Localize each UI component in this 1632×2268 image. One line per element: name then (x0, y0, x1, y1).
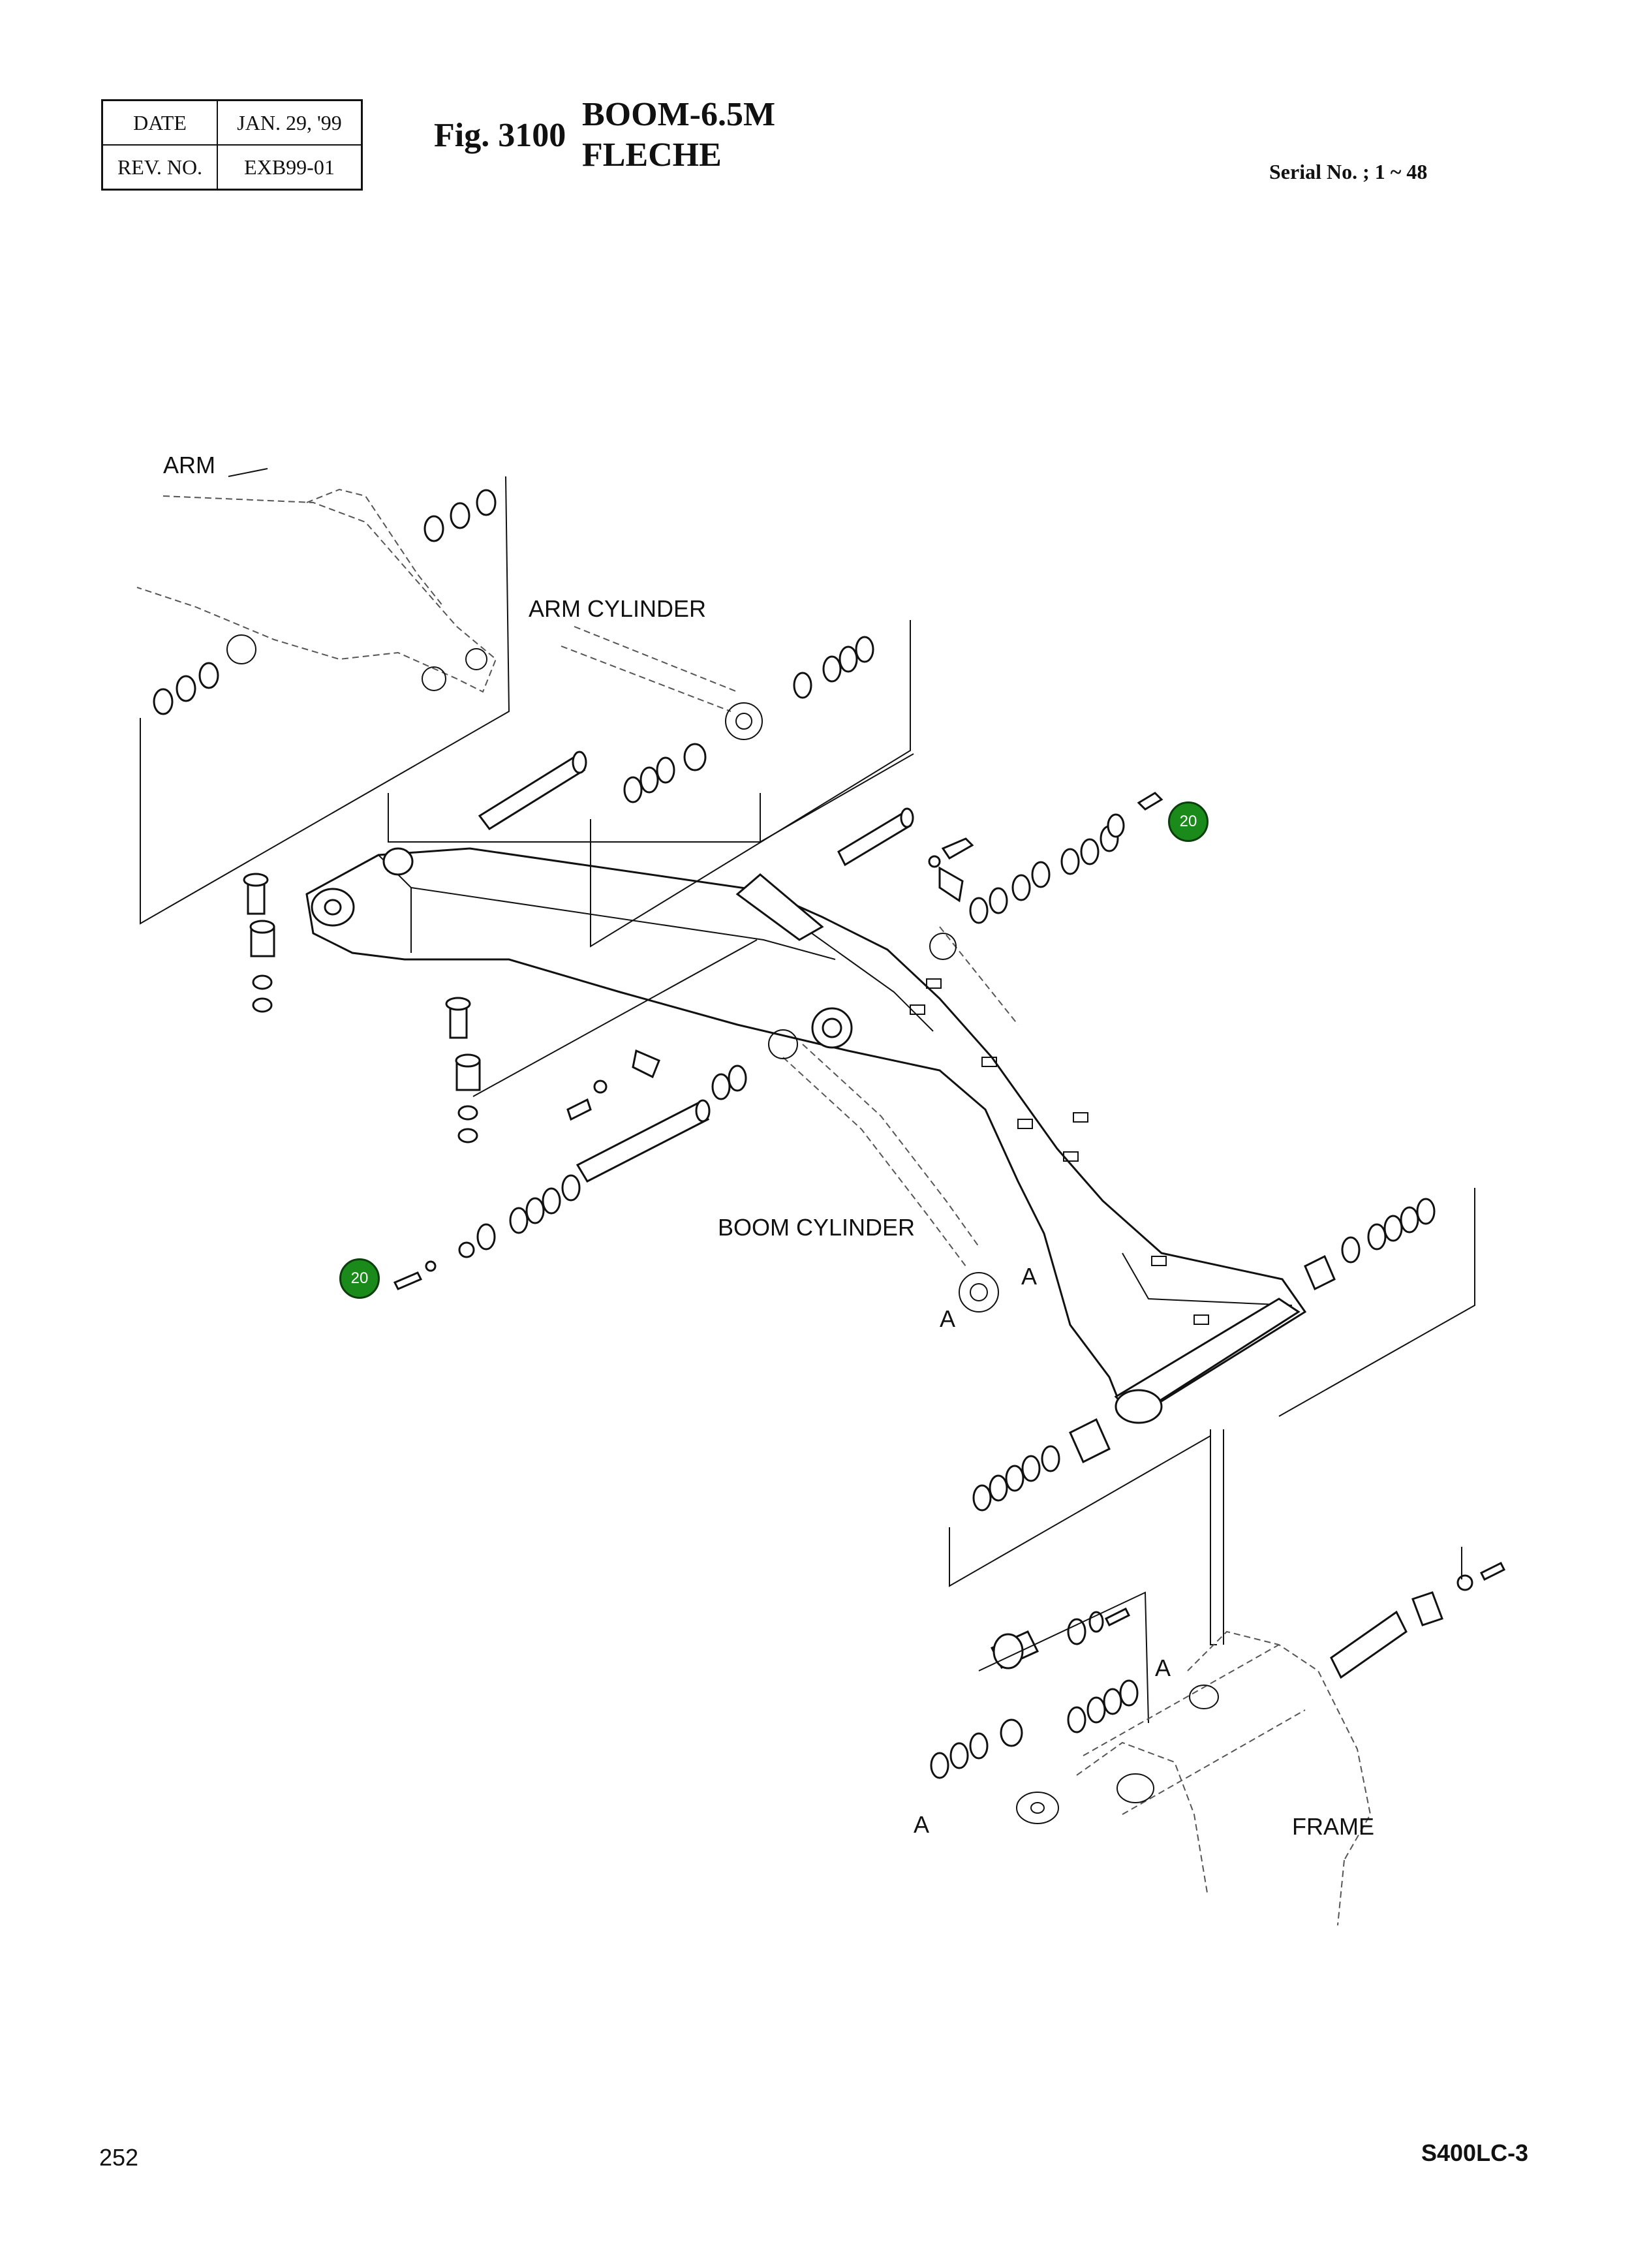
boom-right-washer-stack (760, 753, 1163, 924)
boom-cylinder-phantom (768, 926, 1019, 1313)
boom-body (305, 847, 1307, 1424)
rev-value: EXB99-01 (217, 144, 363, 191)
date-row: DATE JAN. 29, '99 (101, 99, 363, 146)
arm-washer-stack-left (153, 662, 219, 715)
ref-a-label: A (1021, 1263, 1038, 1290)
boom-cylinder-label: BOOM CYLINDER (718, 1214, 916, 1241)
model-number: S400LC-3 (1421, 2139, 1529, 2166)
serial-number: Serial No. ; 1 ~ 48 (1269, 160, 1428, 183)
upper-pins (388, 751, 914, 867)
arm-washer-stack-top (140, 476, 510, 925)
frame-phantom-drawing (1016, 1630, 1372, 1926)
part-badge[interactable]: 20 (339, 1258, 380, 1299)
frame-label: FRAME (1292, 1813, 1374, 1840)
left-bushing-stack (243, 873, 758, 1143)
figure-title-french: FLECHE (582, 136, 722, 174)
lower-left-washer-stack (393, 1174, 581, 1290)
middle-pin-assembly (566, 1049, 747, 1183)
arm-cylinder-phantom (561, 620, 911, 948)
revision-table: DATE JAN. 29, '99 REV. NO. EXB99-01 (101, 99, 363, 191)
figure-number: Fig. 3100 (434, 117, 566, 154)
arm-cylinder-label: ARM CYLINDER (529, 595, 707, 622)
date-value: JAN. 29, '99 (217, 99, 363, 146)
page-number: 252 (99, 2144, 139, 2171)
frame-connection-hardware (930, 1547, 1506, 1779)
figure-title-english: BOOM-6.5M (582, 96, 776, 133)
figure-title: BOOM-6.5M FLECHE (582, 95, 775, 176)
ref-a-label: A (940, 1305, 956, 1332)
boom-foot-hardware (949, 1188, 1475, 1645)
rev-label: REV. NO. (101, 144, 218, 191)
arm-phantom-drawing (136, 468, 497, 693)
date-label: DATE (101, 99, 218, 146)
part-badge[interactable]: 20 (1168, 801, 1209, 842)
arm-label: ARM (163, 452, 215, 478)
ref-a-label: A (914, 1811, 930, 1838)
ref-a-label: A (1155, 1654, 1171, 1681)
rev-row: REV. NO. EXB99-01 (101, 144, 363, 191)
